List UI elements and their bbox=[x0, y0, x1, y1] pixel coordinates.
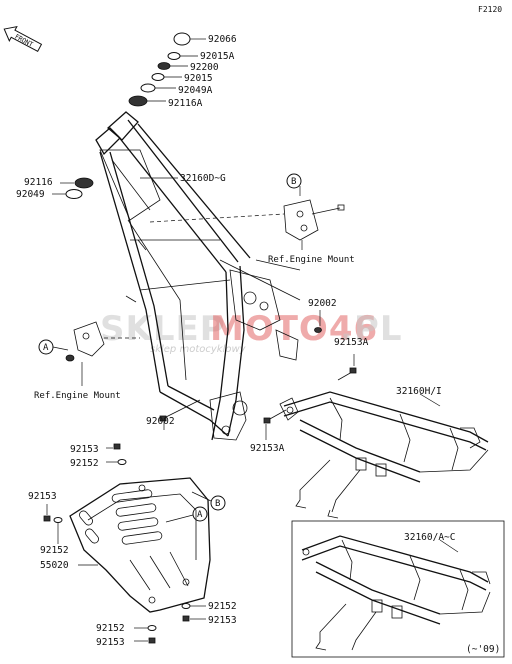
fasteners-guard-bottom bbox=[134, 625, 157, 644]
label-92153A-lower: 92153A bbox=[250, 443, 285, 454]
stack-leader-lines bbox=[52, 38, 206, 195]
label-92002-lower: 92002 bbox=[146, 416, 175, 427]
inset-box bbox=[291, 520, 505, 658]
callout-a-guard bbox=[192, 506, 208, 522]
label-92049: 92049 bbox=[16, 189, 45, 200]
seal-92049A bbox=[140, 83, 156, 93]
label-92153-d: 92153 bbox=[96, 637, 125, 648]
washer-92015A bbox=[167, 52, 181, 60]
callout-b-top bbox=[286, 173, 302, 189]
steering-parts-stack bbox=[65, 32, 191, 199]
label-92153-a: 92153 bbox=[70, 444, 99, 455]
label-92152-b: 92152 bbox=[40, 545, 69, 556]
washer-92015 bbox=[151, 73, 165, 81]
label-92152-a: 92152 bbox=[70, 458, 99, 469]
label-92152-c: 92152 bbox=[208, 601, 237, 612]
watermark-right: .PL bbox=[340, 309, 403, 349]
front-arrow-icon: FRONT bbox=[3, 26, 43, 53]
label-92116A: 92116A bbox=[168, 98, 203, 109]
label-32160HI: 32160H/I bbox=[396, 386, 442, 397]
label-92015A: 92015A bbox=[200, 51, 235, 62]
leader-a-guard bbox=[165, 514, 194, 523]
ref-engine-mount-left: Ref.Engine Mount bbox=[34, 391, 121, 401]
callout-a-guard-label: A bbox=[197, 510, 203, 520]
callout-a-left-label: A bbox=[43, 343, 49, 353]
bolt-92153A-upper bbox=[337, 354, 357, 381]
diagram-code: F2120 bbox=[478, 5, 502, 14]
label-55020: 55020 bbox=[40, 560, 69, 571]
watermark-red: MOTO46 bbox=[210, 309, 378, 349]
cap-92066 bbox=[173, 32, 191, 46]
skid-plate-drawing bbox=[69, 477, 211, 613]
fasteners-guard-top bbox=[106, 443, 127, 465]
subframe-main bbox=[279, 391, 489, 519]
inset-note: (~'09) bbox=[466, 644, 500, 655]
label-32160DG: 32160D~G bbox=[180, 173, 226, 184]
label-92153-b: 92153 bbox=[28, 491, 57, 502]
callout-b-top-label: B bbox=[291, 177, 296, 187]
label-92116: 92116 bbox=[24, 177, 53, 188]
leader-32160AC bbox=[439, 539, 459, 553]
callout-b-guard bbox=[210, 495, 226, 511]
leader-b-guard bbox=[191, 491, 212, 502]
bolt-92002-lower bbox=[159, 399, 201, 430]
seal-92049 bbox=[65, 189, 83, 199]
callout-b-guard-label: B bbox=[215, 499, 220, 509]
watermark-left: SKLEP bbox=[100, 309, 226, 349]
inset-subframe-drawing bbox=[301, 535, 491, 651]
watermark-sub: sklep motocyklowy bbox=[150, 344, 247, 355]
fasteners-guard-bottom-right bbox=[181, 603, 206, 622]
leader-32160HI bbox=[419, 393, 441, 407]
engine-mount-right bbox=[149, 186, 345, 250]
label-92066: 92066 bbox=[208, 34, 237, 45]
label-92152-d: 92152 bbox=[96, 623, 125, 634]
label-92049A: 92049A bbox=[178, 85, 213, 96]
bolt-92002-upper bbox=[314, 310, 322, 333]
label-32160AC: 32160/A~C bbox=[404, 532, 455, 543]
label-92200: 92200 bbox=[190, 62, 219, 73]
engine-mount-left bbox=[65, 321, 140, 386]
fasteners-guard-left bbox=[43, 504, 63, 544]
label-92002-upper: 92002 bbox=[308, 298, 337, 309]
nut-92200 bbox=[157, 62, 171, 70]
ref-engine-mount-right: Ref.Engine Mount bbox=[268, 255, 355, 265]
bolt-92153A-lower bbox=[263, 409, 287, 440]
bearing-92116 bbox=[74, 177, 94, 189]
bearing-92116A bbox=[128, 95, 148, 107]
label-92153A-upper: 92153A bbox=[334, 337, 369, 348]
watermark: SKLEP MOTO46 .PL sklep motocyklowy bbox=[100, 309, 403, 355]
leader-a-left bbox=[52, 346, 69, 351]
main-frame-drawing bbox=[95, 111, 301, 441]
label-92015: 92015 bbox=[184, 73, 213, 84]
label-92153-c: 92153 bbox=[208, 615, 237, 626]
